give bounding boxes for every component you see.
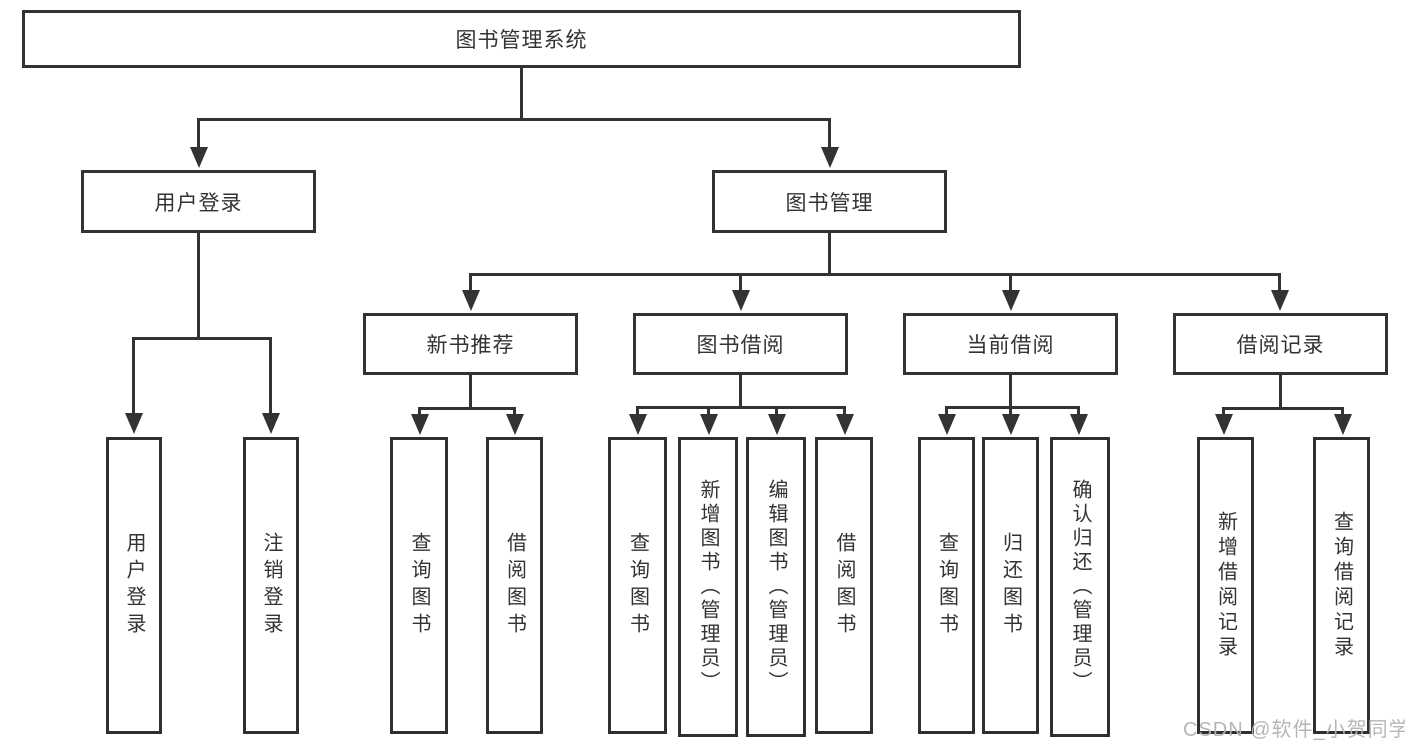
line-segment bbox=[1279, 375, 1282, 409]
arrowhead-down-icon bbox=[262, 413, 280, 434]
line-segment bbox=[1341, 407, 1344, 417]
line-segment bbox=[828, 233, 831, 275]
line-segment bbox=[945, 406, 1080, 409]
csdn-watermark: CSDN @软件_小贺同学 bbox=[1183, 719, 1405, 741]
leaf-borrow-books: 借阅图书 bbox=[815, 437, 873, 734]
line-segment bbox=[513, 407, 516, 417]
leaf-borrow-books-recommend: 借阅图书 bbox=[486, 437, 543, 734]
line-segment bbox=[520, 68, 523, 120]
line-segment bbox=[1077, 406, 1080, 417]
line-segment bbox=[739, 375, 742, 408]
arrowhead-down-icon bbox=[506, 414, 524, 435]
leaf-query-books-borrow: 查询图书 bbox=[608, 437, 667, 734]
line-segment bbox=[739, 273, 742, 293]
arrowhead-down-icon bbox=[125, 413, 143, 434]
leaf-query-borrow-record: 查询借阅记录 bbox=[1313, 437, 1370, 734]
line-segment bbox=[1278, 273, 1281, 293]
arrowhead-down-icon bbox=[768, 414, 786, 435]
line-segment bbox=[707, 406, 710, 417]
node-user-login: 用户登录 bbox=[81, 170, 316, 233]
line-segment bbox=[1009, 375, 1012, 408]
arrowhead-down-icon bbox=[1271, 290, 1289, 311]
arrowhead-down-icon bbox=[1002, 414, 1020, 435]
node-current-borrow: 当前借阅 bbox=[903, 313, 1118, 375]
leaf-add-books-admin: 新增图书（管理员） bbox=[678, 437, 738, 737]
leaf-confirm-return-admin: 确认归还（管理员） bbox=[1050, 437, 1110, 737]
node-new-book-recommend: 新书推荐 bbox=[363, 313, 578, 375]
node-root: 图书管理系统 bbox=[22, 10, 1021, 68]
line-segment bbox=[1222, 407, 1225, 417]
line-segment bbox=[1009, 273, 1012, 293]
arrowhead-down-icon bbox=[836, 414, 854, 435]
line-segment bbox=[843, 406, 846, 417]
line-segment bbox=[1009, 406, 1012, 417]
line-segment bbox=[418, 407, 516, 410]
arrowhead-down-icon bbox=[938, 414, 956, 435]
line-segment bbox=[418, 407, 421, 417]
line-segment bbox=[636, 406, 846, 409]
node-book-management: 图书管理 bbox=[712, 170, 947, 233]
line-segment bbox=[197, 118, 831, 121]
line-segment bbox=[945, 406, 948, 417]
line-segment bbox=[469, 273, 1281, 276]
arrowhead-down-icon bbox=[1215, 414, 1233, 435]
arrowhead-down-icon bbox=[821, 147, 839, 168]
node-book-borrow: 图书借阅 bbox=[633, 313, 848, 375]
arrowhead-down-icon bbox=[732, 290, 750, 311]
leaf-logout: 注销登录 bbox=[243, 437, 299, 734]
line-segment bbox=[775, 406, 778, 417]
arrowhead-down-icon bbox=[190, 147, 208, 168]
leaf-add-borrow-record: 新增借阅记录 bbox=[1197, 437, 1254, 734]
leaf-return-books: 归还图书 bbox=[982, 437, 1039, 734]
line-segment bbox=[197, 233, 200, 339]
leaf-edit-books-admin: 编辑图书（管理员） bbox=[746, 437, 806, 737]
arrowhead-down-icon bbox=[700, 414, 718, 435]
arrowhead-down-icon bbox=[411, 414, 429, 435]
arrowhead-down-icon bbox=[1070, 414, 1088, 435]
line-segment bbox=[828, 118, 831, 150]
leaf-user-login: 用户登录 bbox=[106, 437, 162, 734]
line-segment bbox=[469, 273, 472, 293]
line-segment bbox=[197, 118, 200, 150]
leaf-query-books-recommend: 查询图书 bbox=[390, 437, 448, 734]
arrowhead-down-icon bbox=[462, 290, 480, 311]
line-segment bbox=[636, 406, 639, 417]
node-borrow-records: 借阅记录 bbox=[1173, 313, 1388, 375]
arrowhead-down-icon bbox=[629, 414, 647, 435]
arrowhead-down-icon bbox=[1334, 414, 1352, 435]
line-segment bbox=[469, 375, 472, 410]
line-segment bbox=[132, 337, 135, 415]
leaf-query-books-current: 查询图书 bbox=[918, 437, 975, 734]
line-segment bbox=[1222, 407, 1344, 410]
arrowhead-down-icon bbox=[1002, 290, 1020, 311]
line-segment bbox=[269, 337, 272, 415]
line-segment bbox=[132, 337, 272, 340]
